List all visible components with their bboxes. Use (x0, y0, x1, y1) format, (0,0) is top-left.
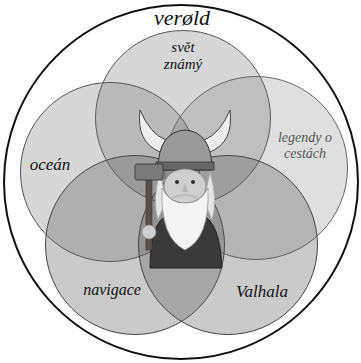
viking-moustache (172, 195, 198, 198)
hammer-head (135, 164, 163, 180)
circle-label: svět známý (155, 39, 211, 73)
circle-label: oceán (30, 155, 71, 174)
navigation-circle: navigace (45, 155, 225, 335)
valhalla-circle: Valhala (138, 155, 318, 335)
circle-label: Valhala (236, 282, 288, 301)
circle-label: verøld (154, 6, 210, 31)
circle-outline (164, 76, 348, 260)
viking-nose (182, 183, 188, 192)
known-world-circle: svět známý (95, 30, 271, 206)
viking-eye (175, 180, 179, 184)
circle-shape (139, 156, 318, 335)
circle-shape (4, 5, 358, 359)
viking-hand (142, 225, 156, 239)
viking-beard (162, 188, 208, 250)
world-circle: verøld svět známý oceán legendy o cestách na… (3, 4, 359, 360)
ocean-circle: oceán (20, 82, 200, 262)
circle-outline (138, 155, 318, 335)
circle-outline (45, 155, 225, 335)
circle-label: navigace (83, 281, 141, 299)
viking-eye (191, 180, 195, 184)
legends-circle: legendy o cestách (164, 76, 348, 260)
viking-face (164, 169, 206, 203)
circle-label: legendy o cestách (274, 130, 336, 161)
